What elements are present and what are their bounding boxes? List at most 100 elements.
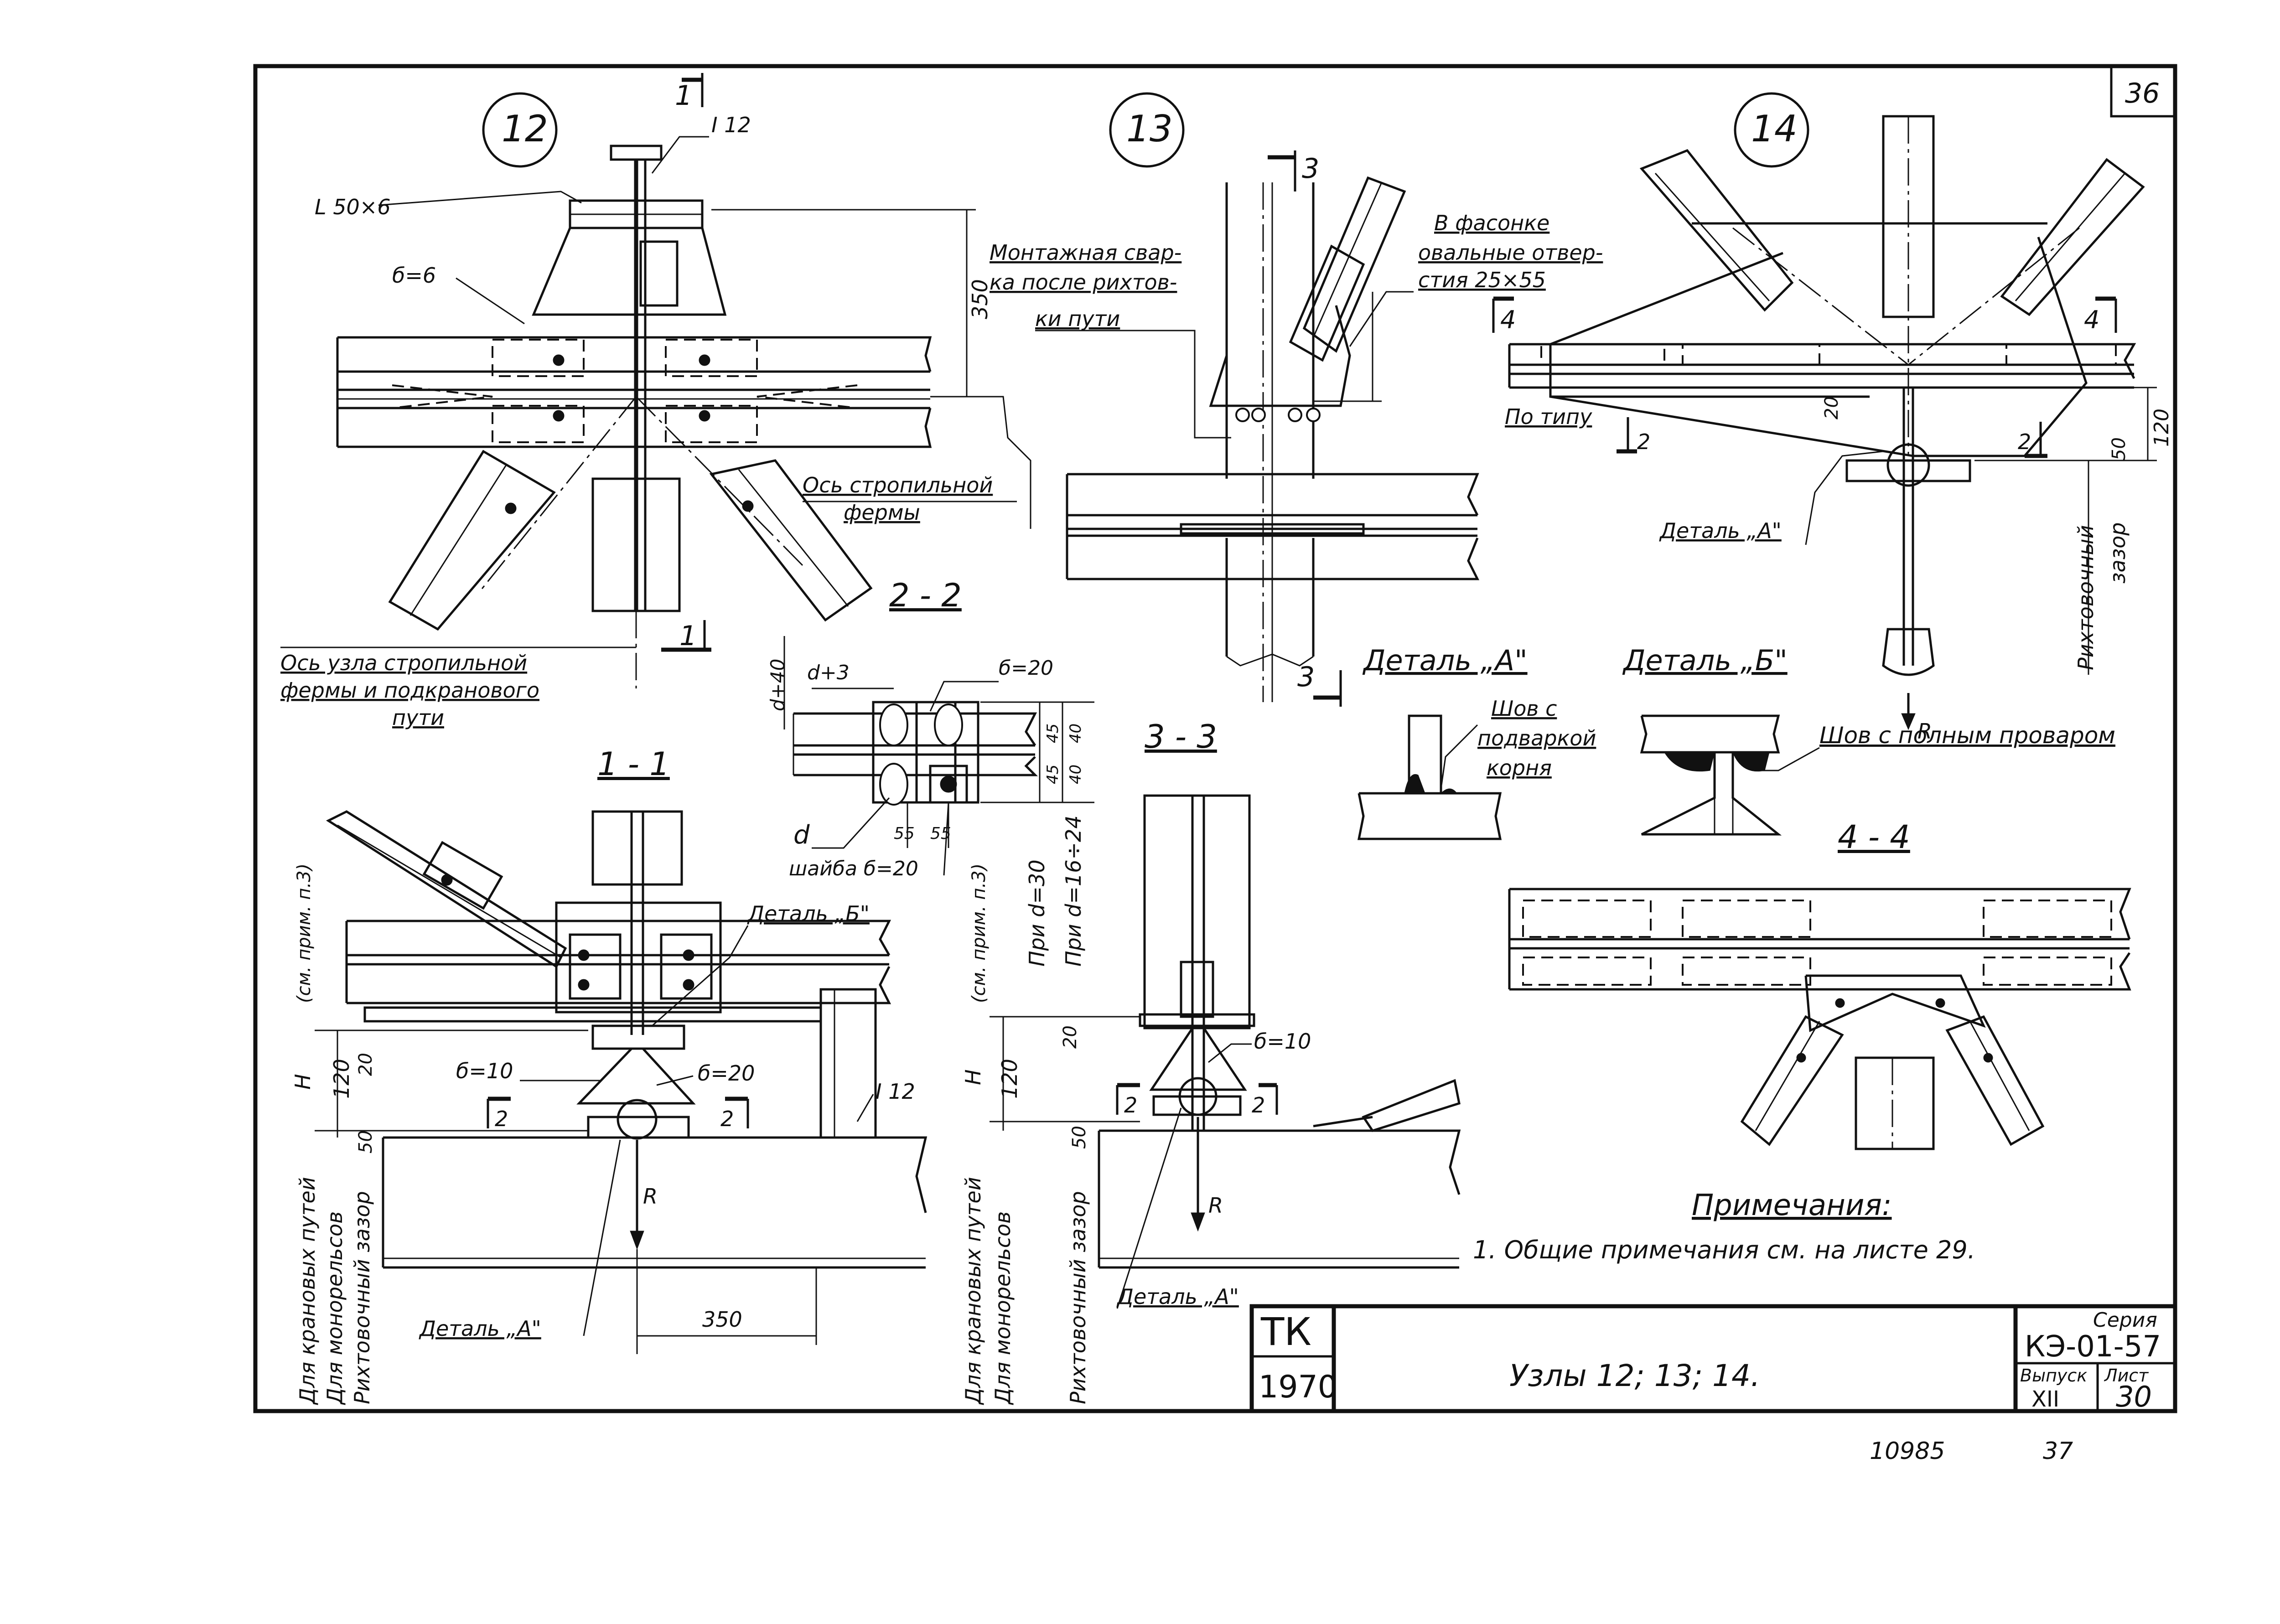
node-12-diagonal-left bbox=[388, 396, 637, 631]
node-14-section-mark-left: 4 bbox=[1500, 305, 1516, 334]
detail-b-weld: Шов с полным проваром bbox=[1819, 722, 2115, 749]
section-3-3-force: R bbox=[1208, 1193, 1223, 1218]
node-14-number: 14 bbox=[1751, 108, 1798, 150]
section-2-2: 2 - 2 d+40 d+3 б=20 d шайба б=20 55 55 bbox=[767, 577, 1094, 967]
title-org: ТК bbox=[1260, 1309, 1311, 1354]
section-3-3-ref: (см. прим. п.3) bbox=[969, 864, 990, 1003]
section-1-1-side-2: Для монорельсов bbox=[322, 1211, 347, 1405]
node-12-beam-label: I 12 bbox=[711, 113, 751, 137]
node-12-axis-node-1: Ось узла стропильной bbox=[280, 651, 527, 675]
section-2-2-d: d bbox=[793, 820, 810, 850]
section-2-2-thickness: б=20 bbox=[999, 657, 1053, 680]
section-1-1-dim-350: 350 bbox=[702, 1307, 742, 1332]
section-1-1-sec2-left: 2 bbox=[495, 1107, 508, 1131]
notes-item-1: 1. Общие примечания см. на листе 29. bbox=[1473, 1236, 1975, 1264]
node-12-circle bbox=[482, 92, 558, 168]
section-1-1-force: R bbox=[643, 1184, 658, 1209]
section-3-3-dim-120: 120 bbox=[997, 1059, 1022, 1099]
node-13-circle bbox=[1109, 92, 1185, 168]
section-2-2-dim-55a: 55 bbox=[894, 824, 915, 843]
node-12-axis-node-2: фермы и подкранового bbox=[280, 678, 539, 703]
section-2-2-d-plus-40: d+40 bbox=[767, 659, 789, 711]
notes-title: Примечания: bbox=[1692, 1189, 1892, 1222]
section-3-3-H: H bbox=[961, 1069, 985, 1085]
detail-b-title: Деталь „Б" bbox=[1622, 644, 1788, 677]
sheet-frame bbox=[253, 64, 2177, 1413]
series-label: Серия bbox=[2093, 1309, 2157, 1332]
detail-a-weld-2: подваркой bbox=[1477, 726, 1596, 750]
section-1-1-plate20: б=20 bbox=[698, 1061, 755, 1086]
sheet-label: Лист bbox=[2104, 1365, 2149, 1386]
section-1-1-beam: I 12 bbox=[876, 1079, 915, 1104]
node-12-diagonal-right bbox=[635, 396, 873, 622]
node-13-hole-note-3: стия 25×55 bbox=[1418, 268, 1546, 292]
section-2-2-note-1: При d=30 bbox=[1025, 859, 1049, 967]
node-12-angle-label: L 50×6 bbox=[315, 195, 391, 219]
node-14-force: R bbox=[1917, 719, 1932, 744]
section-2-2-note-2: При d=16÷24 bbox=[1061, 815, 1086, 967]
section-1-1-H: H bbox=[290, 1074, 315, 1090]
section-3-3-title: 3 - 3 bbox=[1145, 718, 1217, 755]
node-14-by-type: По типу bbox=[1505, 404, 1592, 429]
title-block: ТК 1970 Узлы 12; 13; 14. Серия КЭ-01-57 … bbox=[1249, 1304, 2177, 1413]
section-3-3-side-1: Для крановых путей bbox=[961, 1177, 985, 1405]
section-3-3-sec2-right: 2 bbox=[1252, 1093, 1265, 1117]
node-12-view: 12 1 I 12 L 50×6 б=6 bbox=[280, 73, 1031, 730]
notes: Примечания: 1. Общие примечания см. на л… bbox=[1473, 1189, 1975, 1264]
section-1-1-title: 1 - 1 bbox=[597, 745, 670, 783]
section-1-1-dim-50: 50 bbox=[355, 1130, 376, 1153]
node-14-detail-a: Деталь „А" bbox=[1659, 518, 1782, 543]
section-4-4-title: 4 - 4 bbox=[1838, 818, 1910, 856]
node-14-view: 14 R 4 bbox=[1492, 92, 2173, 744]
issue-value: XII bbox=[2031, 1386, 2059, 1412]
node-13-hole-note-1: В фасонке bbox=[1434, 211, 1549, 235]
node-14-circle bbox=[1734, 92, 1809, 168]
node-13-section-mark-bottom: 3 bbox=[1297, 661, 1315, 693]
section-3-3-side-3: Рихтовочный зазор bbox=[1066, 1191, 1090, 1404]
node-14-gap-1: Рихтовочный bbox=[2073, 525, 2098, 670]
section-2-2-dim-40a: 40 bbox=[1067, 724, 1085, 743]
node-14-section2-right: 2 bbox=[2018, 429, 2031, 454]
node-13-section-mark-top: 3 bbox=[1302, 153, 1319, 185]
page-number: 36 bbox=[2125, 78, 2160, 109]
section-2-2-dim-45b: 45 bbox=[1044, 765, 1062, 784]
section-3-3: 3 - 3 б=10 2 2 R Деталь „А" bbox=[961, 718, 1461, 1405]
series-code: КЭ-01-57 bbox=[2025, 1330, 2161, 1364]
node-12-number: 12 bbox=[502, 108, 548, 150]
node-12-section-mark-bottom: 1 bbox=[679, 620, 697, 652]
section-1-1-side-1: Для крановых путей bbox=[295, 1177, 320, 1405]
section-1-1: 1 - 1 bbox=[290, 745, 928, 1405]
node-13-view: 13 3 3 Монтажная сва bbox=[990, 92, 1603, 707]
sheet-value: 30 bbox=[2116, 1380, 2152, 1413]
node-14-dim-50: 50 bbox=[2109, 437, 2130, 460]
section-2-2-dim-45a: 45 bbox=[1044, 724, 1062, 743]
section-1-1-detail-a: Деталь „А" bbox=[419, 1316, 541, 1341]
node-13-weld-note-2: ка после рихтов- bbox=[990, 270, 1177, 295]
node-13-number: 13 bbox=[1126, 108, 1173, 150]
node-13-weld-note-1: Монтажная свар- bbox=[990, 240, 1181, 265]
section-1-1-dim-20: 20 bbox=[355, 1053, 376, 1076]
section-3-3-dim-50: 50 bbox=[1069, 1126, 1090, 1149]
section-3-3-plate: б=10 bbox=[1254, 1029, 1311, 1054]
section-2-2-dim-55b: 55 bbox=[930, 824, 951, 843]
node-12-section-mark-top: 1 bbox=[675, 80, 692, 112]
detail-a-weld-3: корня bbox=[1487, 755, 1552, 780]
section-1-1-ref: (см. прим. п.3) bbox=[294, 864, 315, 1003]
page-number-box bbox=[2110, 65, 2176, 118]
node-12-bolts bbox=[553, 354, 710, 422]
section-1-1-sec2-right: 2 bbox=[720, 1107, 734, 1131]
node-12-dim-350: 350 bbox=[968, 279, 992, 319]
detail-a-title: Деталь „А" bbox=[1362, 644, 1528, 677]
node-14-dim-20: 20 bbox=[1821, 396, 1842, 419]
section-1-1-detail-b: Деталь „Б" bbox=[747, 901, 870, 926]
section-3-3-side-2: Для монорельсов bbox=[990, 1211, 1015, 1405]
section-3-3-dim-20: 20 bbox=[1060, 1025, 1081, 1049]
section-4-4: 4 - 4 bbox=[1508, 818, 2131, 1150]
node-12-plate-label: б=6 bbox=[392, 263, 436, 288]
node-13-hole-note-2: овальные отвер- bbox=[1418, 240, 1603, 265]
section-1-1-dim-120: 120 bbox=[329, 1059, 354, 1099]
section-3-3-detail-a: Деталь „А" bbox=[1116, 1284, 1239, 1309]
detail-b: Деталь „Б" Шов с полным проваром bbox=[1622, 644, 2115, 836]
node-12-axis-truss-1: Ось стропильной bbox=[803, 473, 993, 497]
